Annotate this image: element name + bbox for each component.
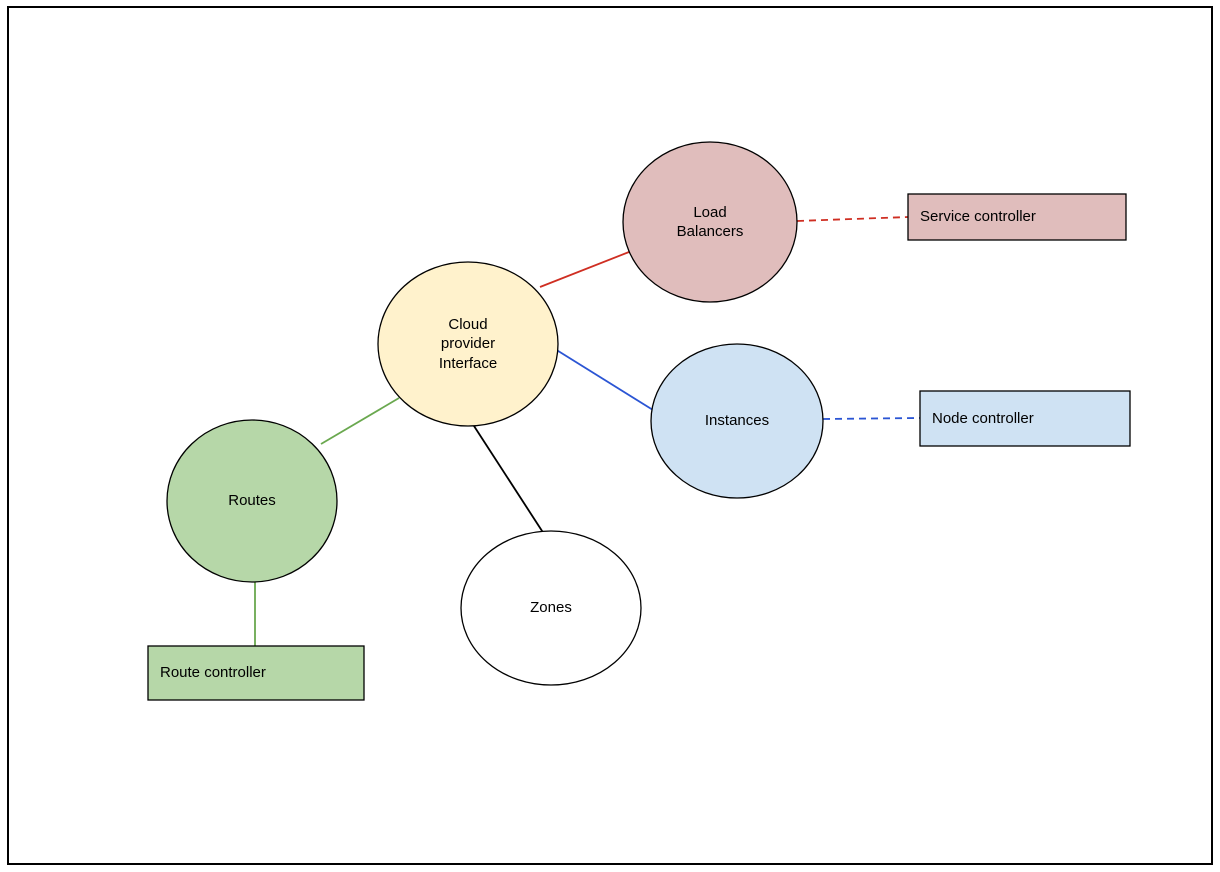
route-controller-node xyxy=(147,645,365,701)
edge-load-balancers-to-service-controller xyxy=(796,216,909,222)
edge-cloud-to-routes xyxy=(320,397,400,445)
edge-cloud-to-load-balancers xyxy=(539,251,630,288)
routes-node xyxy=(166,419,338,583)
edge-instances-to-node-controller xyxy=(822,417,921,420)
page-border xyxy=(7,6,1213,865)
load-balancers-node xyxy=(622,141,798,303)
edge-cloud-to-instances xyxy=(554,348,654,411)
cloud-provider-interface-node xyxy=(377,261,559,427)
service-controller-node xyxy=(907,193,1127,241)
edge-cloud-to-zones xyxy=(473,425,545,535)
instances-node xyxy=(650,343,824,499)
node-controller-node xyxy=(919,390,1131,447)
zones-node xyxy=(460,530,642,686)
